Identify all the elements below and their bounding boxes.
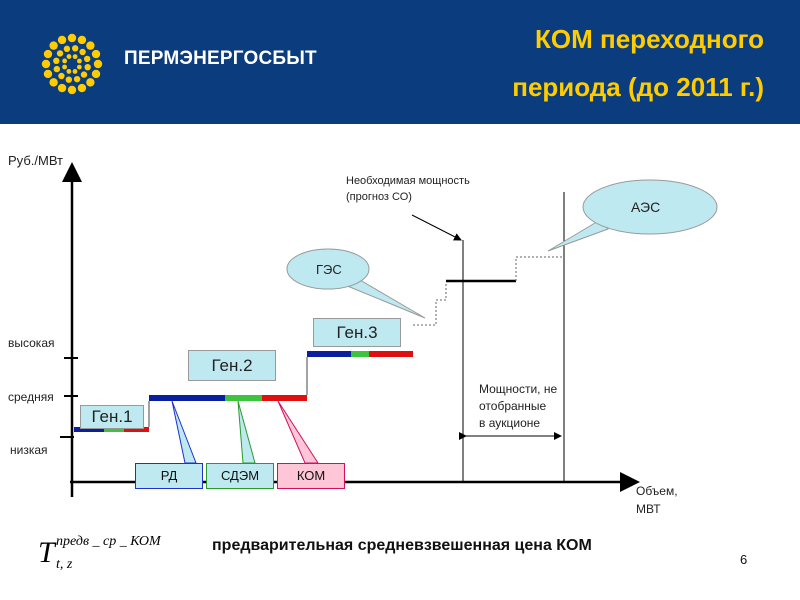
formula-base: T: [38, 536, 57, 569]
not-selected-label-line2: отобранные: [479, 399, 547, 413]
formula-caption: предварительная средневзвешенная цена КО…: [212, 537, 592, 554]
hydro-bubble: [286, 248, 370, 290]
not-selected-label-line1: Мощности, не: [479, 382, 558, 396]
formula-subscript: t, z: [56, 557, 73, 572]
nuclear-step-dotted: [515, 256, 563, 281]
component-tag-rd: РД: [135, 463, 203, 489]
gen3-price-bar: [307, 351, 413, 357]
generator-2-box: Ген.2: [188, 350, 276, 381]
y-axis-label: Руб./МВт: [8, 153, 64, 168]
nuclear-bubble-label: АЭС: [631, 199, 661, 215]
brand-name: ПЕРМЭНЕРГОСБЫТ: [124, 48, 317, 69]
component-tag-kom: КОМ: [277, 463, 345, 489]
header-banner: ПЕРМЭНЕРГОСБЫТ КОМ переходного периода (…: [0, 0, 800, 124]
hydro-bubble-label: ГЭС: [316, 262, 342, 277]
gen1-price-bar: [74, 427, 149, 432]
hydro-bubble-tail: [343, 279, 426, 319]
generator-3-box: Ген.3: [313, 318, 401, 347]
not-selected-label-line3: в аукционе: [479, 416, 541, 430]
required-capacity-label-line1: Необходимая мощность: [346, 175, 470, 187]
sdem-callout-tail: [237, 400, 256, 464]
component-tag-sdem: СДЭМ: [206, 463, 274, 489]
price-level-low: низкая: [10, 443, 48, 457]
price-level-high: высокая: [8, 336, 55, 350]
x-axis-label-line1: Объем,: [636, 484, 678, 498]
page-number: 6: [740, 552, 748, 567]
x-axis-label-line2: МВТ: [636, 502, 661, 516]
kom-callout-tail: [277, 400, 319, 464]
required-capacity-label-line2: (прогноз СО): [346, 191, 412, 203]
sun-logo-icon: [41, 33, 103, 95]
nuclear-bubble: [582, 179, 718, 235]
slide-title-line2: периода (до 2011 г.): [512, 72, 764, 102]
rd-callout-tail: [171, 400, 197, 464]
formula-superscript: предв _ ср _ КОМ: [56, 534, 162, 549]
price-level-mid: средняя: [8, 390, 54, 404]
generator-1-box: Ген.1: [80, 405, 144, 429]
slide-title-line1: КОМ переходного: [535, 24, 764, 54]
gen2-price-bar: [149, 395, 307, 401]
hydro-step-dotted: [413, 282, 447, 326]
required-capacity-pointer: [411, 214, 462, 241]
